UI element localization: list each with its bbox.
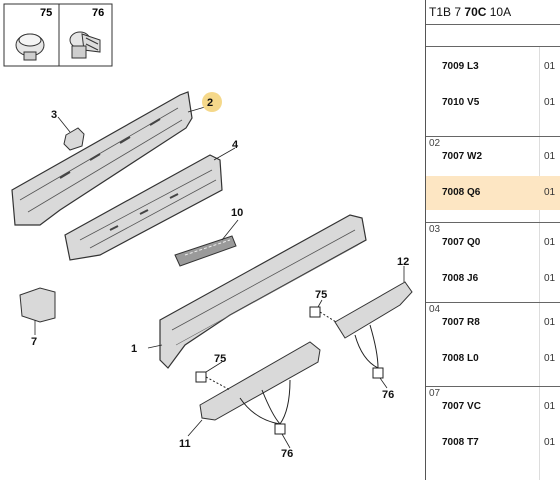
part-number: 7010 V5: [442, 97, 480, 108]
part-number: 7007 Q0: [442, 237, 481, 248]
part-4-reinforcement[interactable]: [64, 154, 223, 261]
callout-4[interactable]: 4: [232, 139, 239, 151]
part-row[interactable]: 7010 V5 01: [426, 86, 560, 120]
part-2-inner-sill[interactable]: [11, 91, 193, 226]
part-row[interactable]: 7007 Q0 01: [426, 226, 560, 260]
part-row[interactable]: 7008 Q6 01: [426, 176, 560, 210]
part-7-bracket[interactable]: [19, 287, 56, 323]
callout-10[interactable]: 10: [231, 207, 243, 219]
column-divider: [539, 46, 540, 480]
callout-75-left[interactable]: 75: [214, 353, 226, 365]
screw-clip-icon: [69, 31, 101, 59]
group-divider: [426, 386, 560, 387]
callout-labels: 2 3 4 10 7 12 75 1 75 76 11 76: [31, 92, 409, 460]
part-1-outer-sill[interactable]: [159, 214, 367, 369]
part-row[interactable]: 7008 J6 01: [426, 262, 560, 296]
part-number: 7007 VC: [442, 401, 481, 412]
ref-code-c: 70C: [464, 5, 487, 19]
push-clip-icon: [15, 33, 45, 61]
callout-75-right[interactable]: 75: [315, 289, 327, 301]
reference-header: T1B 7 70C 10A: [426, 0, 560, 26]
ref-code-b: 7: [454, 5, 462, 19]
callout-11[interactable]: 11: [179, 438, 191, 450]
part-quantity: 01: [544, 187, 556, 198]
divider: [426, 24, 560, 25]
group-divider: [426, 302, 560, 303]
part-row[interactable]: 7008 L0 01: [426, 342, 560, 376]
callout-7[interactable]: 7: [31, 336, 37, 348]
callout-76-left[interactable]: 76: [281, 448, 293, 460]
group-divider: [426, 222, 560, 223]
part-row[interactable]: 7007 R8 01: [426, 306, 560, 340]
part-number: 7007 W2: [442, 151, 483, 162]
part-row[interactable]: 7007 W2 01: [426, 140, 560, 174]
part-number: 7008 Q6: [442, 187, 481, 198]
part-number: 7008 J6: [442, 273, 479, 284]
ref-code-a: T1B: [429, 5, 452, 19]
inset-label-75: 75: [40, 7, 52, 19]
inset-box-76[interactable]: 76: [58, 3, 113, 67]
callout-3[interactable]: 3: [51, 109, 57, 121]
callout-highlight: [202, 92, 222, 112]
part-number: 7008 T7: [442, 437, 479, 448]
group-label: 03: [429, 224, 441, 235]
part-quantity: 01: [544, 437, 556, 448]
part-row[interactable]: 7009 L3 01: [426, 50, 560, 84]
inset-label-76: 76: [92, 7, 104, 19]
part-quantity: 01: [544, 237, 556, 248]
part-quantity: 01: [544, 273, 556, 284]
callout-2[interactable]: 2: [207, 97, 213, 109]
part-10-grille[interactable]: [174, 235, 237, 267]
callout-76-right[interactable]: 76: [382, 389, 394, 401]
part-number: 7009 L3: [442, 61, 479, 72]
group-divider: [426, 136, 560, 137]
part-11-trim[interactable]: [199, 341, 321, 421]
part-quantity: 01: [544, 353, 556, 364]
exploded-parts-diagram: 75 76: [3, 3, 413, 460]
part-quantity: 01: [544, 61, 556, 72]
part-number: 7008 L0: [442, 353, 479, 364]
callout-1[interactable]: 1: [131, 343, 137, 355]
fastener-markers: [195, 306, 384, 435]
group-label: 02: [429, 138, 441, 149]
part-12-trim[interactable]: [334, 281, 413, 339]
inset-box-75[interactable]: 75: [3, 3, 60, 67]
ref-code-d: 10A: [489, 5, 512, 19]
group-label: 07: [429, 388, 441, 399]
callout-12[interactable]: 12: [397, 256, 409, 268]
part-quantity: 01: [544, 401, 556, 412]
part-number: 7007 R8: [442, 317, 480, 328]
part-row[interactable]: 7008 T7 01: [426, 426, 560, 460]
part-quantity: 01: [544, 317, 556, 328]
part-quantity: 01: [544, 151, 556, 162]
part-row[interactable]: 7007 VC 01: [426, 390, 560, 424]
part-quantity: 01: [544, 97, 556, 108]
group-label: 04: [429, 304, 441, 315]
part-3-bracket[interactable]: [63, 127, 85, 151]
group-divider: [426, 46, 560, 47]
callout-leaders: [34, 106, 405, 449]
